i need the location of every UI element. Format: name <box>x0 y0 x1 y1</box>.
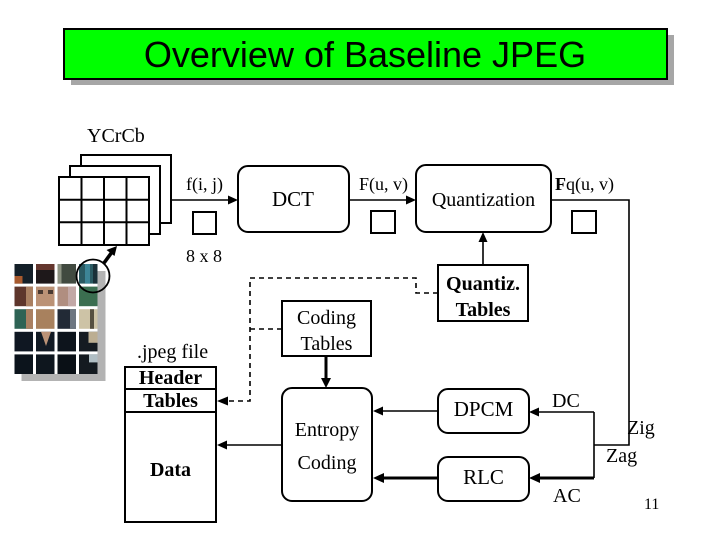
svg-text:F(u, v): F(u, v) <box>359 174 408 195</box>
svg-text:DC: DC <box>552 390 580 412</box>
svg-text:RLC: RLC <box>463 465 504 489</box>
svg-text:Entropy: Entropy <box>295 419 359 441</box>
svg-text:DCT: DCT <box>272 187 314 211</box>
svg-text:YCrCb: YCrCb <box>87 125 145 147</box>
svg-text:Header: Header <box>139 367 202 389</box>
svg-text:Quantization: Quantization <box>432 189 535 211</box>
svg-text:Overview of Baseline JPEG: Overview of Baseline JPEG <box>144 34 586 75</box>
svg-text:Quantiz.: Quantiz. <box>446 273 520 295</box>
svg-text:11: 11 <box>644 496 659 513</box>
svg-text:Coding: Coding <box>297 307 356 329</box>
svg-text:.jpeg file: .jpeg file <box>137 341 208 363</box>
svg-text:Zig: Zig <box>627 417 655 439</box>
svg-text:AC: AC <box>553 485 581 507</box>
svg-text:Coding: Coding <box>298 452 357 474</box>
svg-text:8 x 8: 8 x 8 <box>186 246 222 266</box>
svg-text:Data: Data <box>150 459 191 481</box>
svg-text:Tables: Tables <box>143 390 198 412</box>
svg-text:f(i, j): f(i, j) <box>186 174 223 195</box>
svg-text:Fq(u, v): Fq(u, v) <box>555 174 614 195</box>
svg-text:Tables: Tables <box>456 299 511 321</box>
svg-text:Tables: Tables <box>301 333 353 355</box>
svg-text:Zag: Zag <box>606 445 637 467</box>
svg-text:DPCM: DPCM <box>454 397 514 421</box>
